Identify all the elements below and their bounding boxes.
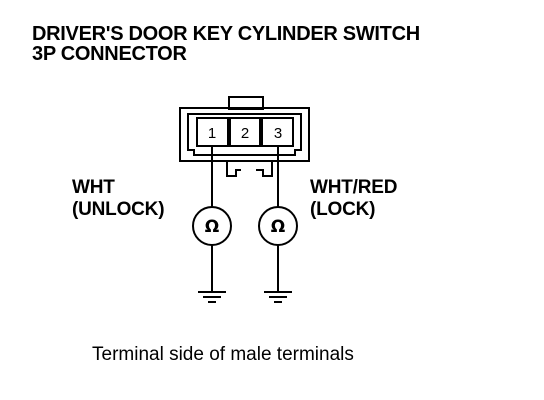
connector-key-right <box>256 161 273 177</box>
left-ground-icon <box>198 291 226 303</box>
terminal-cell-2 <box>229 117 261 147</box>
connector-key-left <box>226 161 241 177</box>
right-ohm-symbol: Ω <box>271 217 285 237</box>
pin-label-3: 3 <box>274 125 282 142</box>
left-wire-color-label: WHT <box>72 177 115 198</box>
right-ground-icon <box>264 291 292 303</box>
right-wire-function-label: (LOCK) <box>310 199 376 220</box>
left-ohm-symbol: Ω <box>205 217 219 237</box>
diagram-title-line-2: 3P CONNECTOR <box>32 43 187 65</box>
connector-inner-outline <box>187 113 302 156</box>
right-wire-color-label: WHT/RED <box>310 177 398 198</box>
diagram-title-line-1: DRIVER'S DOOR KEY CYLINDER SWITCH <box>32 23 420 45</box>
pin-label-2: 2 <box>241 125 249 142</box>
pin-label-1: 1 <box>208 125 216 142</box>
diagram-caption: Terminal side of male terminals <box>92 344 354 365</box>
left-wire-function-label: (UNLOCK) <box>72 199 165 220</box>
connector-housing <box>179 107 310 162</box>
